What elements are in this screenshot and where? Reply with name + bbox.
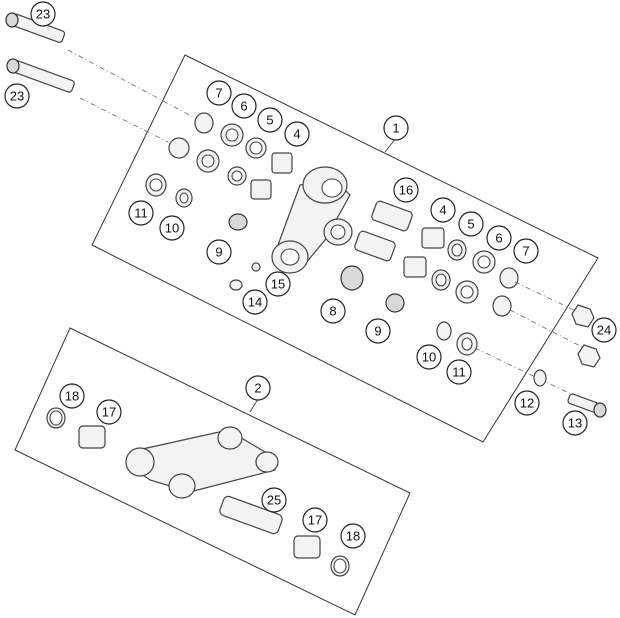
callout-24: 24 <box>591 317 617 343</box>
callout-7: 7 <box>513 238 539 264</box>
svg-text:18: 18 <box>346 529 360 544</box>
callout-6: 6 <box>486 225 512 251</box>
callout-18: 18 <box>340 523 366 549</box>
svg-text:15: 15 <box>271 277 285 292</box>
svg-text:17: 17 <box>102 405 116 420</box>
callout-15: 15 <box>265 271 291 297</box>
svg-text:9: 9 <box>374 324 381 339</box>
svg-text:11: 11 <box>134 206 148 221</box>
bearing-parts-left <box>145 112 293 291</box>
svg-text:5: 5 <box>266 113 273 128</box>
svg-text:4: 4 <box>439 203 446 218</box>
svg-text:23: 23 <box>36 7 50 22</box>
callout-4: 4 <box>284 121 310 147</box>
bolt-23-lower <box>6 58 169 143</box>
svg-text:7: 7 <box>522 244 529 259</box>
svg-text:6: 6 <box>240 99 247 114</box>
callout-11: 11 <box>128 200 154 226</box>
svg-text:12: 12 <box>520 396 534 411</box>
svg-text:23: 23 <box>10 89 24 104</box>
callout-4: 4 <box>430 197 456 223</box>
svg-text:9: 9 <box>215 245 222 260</box>
callout-5: 5 <box>257 107 283 133</box>
callout-16: 16 <box>393 177 419 203</box>
callout-6: 6 <box>231 93 257 119</box>
svg-text:16: 16 <box>399 183 413 198</box>
callout-2: 2 <box>245 375 271 401</box>
callout-23: 23 <box>30 1 56 27</box>
assembly-2-parts <box>46 407 350 577</box>
svg-text:1: 1 <box>392 121 399 136</box>
svg-text:25: 25 <box>267 493 281 508</box>
linkage-lever <box>271 166 353 274</box>
svg-text:17: 17 <box>308 513 322 528</box>
svg-text:18: 18 <box>65 389 79 404</box>
bolt-23-upper <box>5 12 196 119</box>
svg-text:24: 24 <box>597 323 611 338</box>
callout-5: 5 <box>458 211 484 237</box>
callout-18: 18 <box>59 383 85 409</box>
callout-25: 25 <box>261 487 287 513</box>
svg-text:14: 14 <box>248 295 262 310</box>
callout-10: 10 <box>416 344 442 370</box>
callout-9: 9 <box>206 239 232 265</box>
callout-13: 13 <box>562 410 588 436</box>
assembly-1-frame <box>91 54 599 443</box>
assembly-2-frame <box>14 327 411 616</box>
svg-text:4: 4 <box>293 127 300 142</box>
bearing-parts-right <box>340 200 607 418</box>
callout-9: 9 <box>365 318 391 344</box>
callout-17: 17 <box>302 507 328 533</box>
callout-7: 7 <box>206 80 232 106</box>
callout-12: 12 <box>514 390 540 416</box>
svg-text:10: 10 <box>422 350 436 365</box>
callout-17: 17 <box>96 399 122 425</box>
svg-text:11: 11 <box>452 365 466 380</box>
svg-text:6: 6 <box>495 231 502 246</box>
svg-text:2: 2 <box>254 381 261 396</box>
callout-14: 14 <box>242 289 268 315</box>
callout-1: 1 <box>383 115 409 141</box>
svg-text:13: 13 <box>568 416 582 431</box>
callout-8: 8 <box>320 298 346 324</box>
callout-10: 10 <box>159 215 185 241</box>
svg-text:5: 5 <box>467 217 474 232</box>
svg-text:8: 8 <box>329 304 336 319</box>
svg-text:10: 10 <box>165 221 179 236</box>
svg-text:7: 7 <box>215 86 222 101</box>
callout-11: 11 <box>446 359 472 385</box>
callout-23: 23 <box>4 83 30 109</box>
